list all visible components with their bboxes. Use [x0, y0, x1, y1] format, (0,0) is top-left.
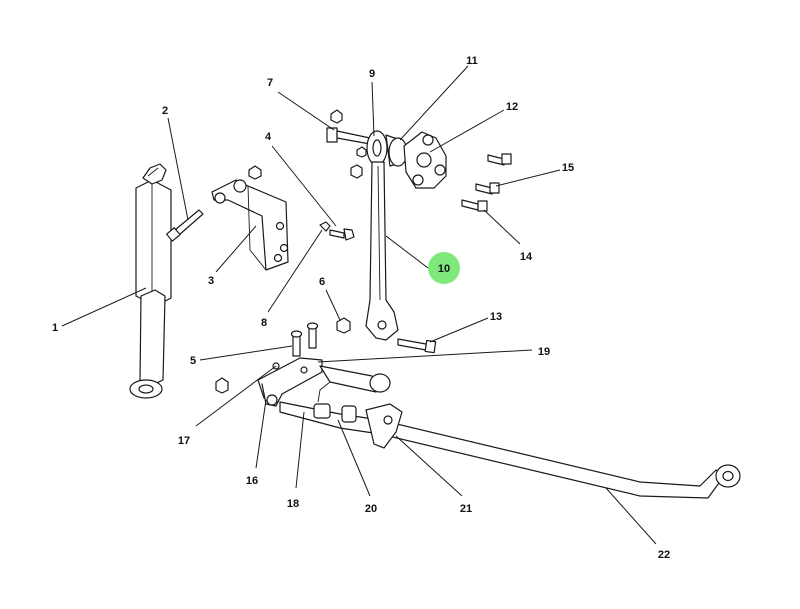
callout-15: 15	[562, 162, 574, 174]
callout-4: 4	[265, 131, 272, 143]
bolt-part-4	[319, 221, 355, 241]
nut-part-small	[350, 146, 367, 179]
bolt-part-7	[326, 109, 371, 145]
callout-18: 18	[287, 498, 299, 510]
callout-20: 20	[365, 503, 377, 515]
flange-bracket-part	[403, 131, 447, 189]
callout-19: 19	[538, 346, 550, 358]
callout-9: 9	[369, 68, 375, 80]
callout-8: 8	[261, 317, 267, 329]
callout-16: 16	[246, 475, 258, 487]
bolt-part-13	[397, 338, 437, 354]
bushing-part	[366, 130, 408, 167]
callout-5: 5	[190, 355, 196, 367]
callout-21: 21	[460, 503, 472, 515]
callout-1: 1	[52, 322, 58, 334]
highlight-marker	[428, 252, 460, 284]
callout-11: 11	[466, 55, 478, 67]
bolt-part-2	[165, 209, 204, 242]
mounting-bracket-part	[211, 179, 289, 271]
callout-10: 10	[438, 263, 450, 275]
callout-13: 13	[490, 311, 502, 323]
callout-22: 22	[658, 549, 670, 561]
callout-14: 14	[520, 251, 533, 263]
nut-part-6	[336, 317, 351, 334]
bolts-part-14-15	[461, 153, 512, 212]
shock-absorber-part	[129, 163, 172, 399]
callout-2: 2	[162, 105, 168, 117]
nut-part	[248, 165, 262, 180]
bolts-part-5	[290, 322, 319, 357]
leader-lines	[61, 65, 657, 545]
callout-3: 3	[208, 275, 214, 287]
link-rod-part	[365, 161, 399, 341]
callout-17: 17	[178, 435, 190, 447]
callout-12: 12	[506, 101, 518, 113]
callout-7: 7	[267, 77, 273, 89]
callout-6: 6	[319, 276, 325, 288]
stabilizer-bar-part	[279, 365, 741, 499]
lower-bracket-part	[215, 357, 323, 407]
